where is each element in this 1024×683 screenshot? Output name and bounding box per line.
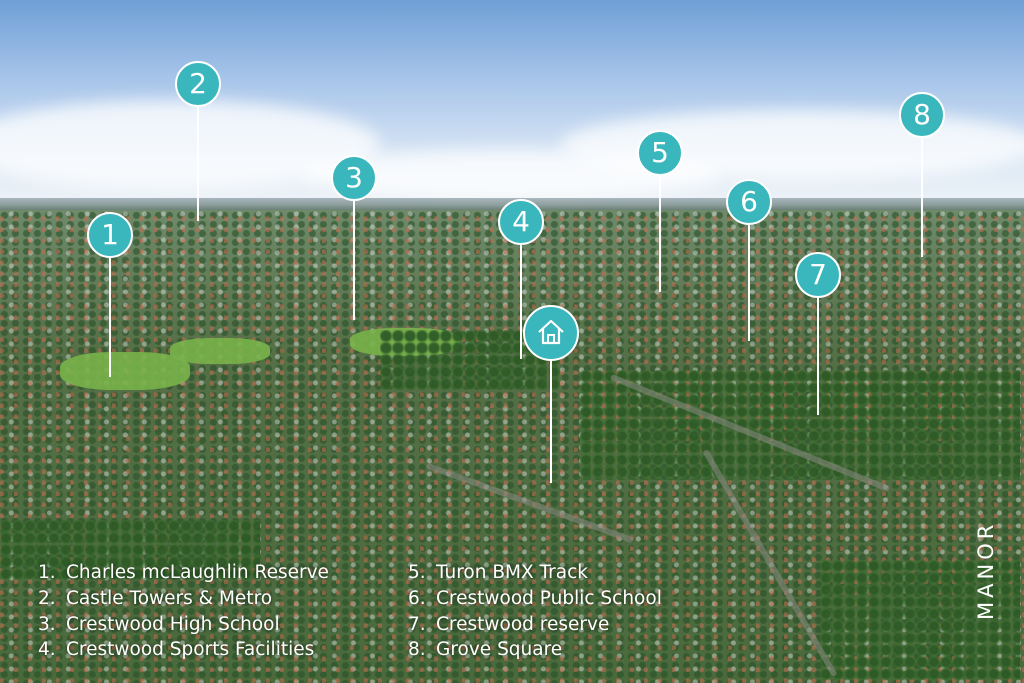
location-marker-2[interactable]: 2: [175, 61, 221, 221]
legend-label: Castle Towers & Metro: [66, 587, 273, 609]
legend-number: 2.: [38, 587, 56, 609]
legend-right: 5. Turon BMX Track 6. Crestwood Public Sch…: [408, 560, 662, 663]
location-marker-8[interactable]: 8: [899, 92, 945, 257]
legend-left: 1. Charles mcLaughlin Reserve 2. Castle To…: [38, 560, 329, 663]
location-marker-1[interactable]: 1: [87, 212, 133, 377]
legend-label: Crestwood High School: [66, 613, 280, 635]
sports-field: [170, 338, 270, 364]
legend-number: 4.: [38, 639, 56, 661]
marker-number: 3: [331, 155, 377, 201]
legend-item: 8. Grove Square: [408, 637, 662, 663]
marker-line: [109, 252, 111, 377]
marker-number: 1: [87, 212, 133, 258]
brand-logo: MANOR: [974, 520, 998, 620]
location-marker-6[interactable]: 6: [726, 179, 772, 341]
home-marker[interactable]: [523, 305, 579, 483]
location-marker-3[interactable]: 3: [331, 155, 377, 320]
legend-item: 2. Castle Towers & Metro: [38, 586, 329, 612]
legend-number: 1.: [38, 562, 56, 583]
marker-number: 8: [899, 92, 945, 138]
sports-field: [60, 352, 190, 390]
marker-number: 2: [175, 61, 221, 107]
bushland: [580, 370, 1020, 480]
legend-number: 3.: [38, 613, 56, 635]
legend-number: 5.: [408, 562, 426, 583]
legend-item: 6. Crestwood Public School: [408, 586, 662, 612]
marker-line: [748, 219, 750, 341]
marker-number: 5: [637, 130, 683, 176]
legend-item: 3. Crestwood High School: [38, 612, 329, 638]
legend-item: 1. Charles mcLaughlin Reserve: [38, 560, 329, 586]
legend-label: Crestwood Sports Facilities: [66, 639, 315, 661]
location-marker-4[interactable]: 4: [498, 199, 544, 359]
legend-item: 7. Crestwood reserve: [408, 612, 662, 638]
legend-label: Crestwood Public School: [436, 587, 662, 609]
location-marker-5[interactable]: 5: [637, 130, 683, 292]
marker-line: [921, 132, 923, 257]
legend-number: 8.: [408, 639, 426, 661]
marker-number: 7: [795, 252, 841, 298]
legend-label: Crestwood reserve: [436, 613, 610, 635]
marker-line: [659, 170, 661, 292]
legend-label: Turon BMX Track: [436, 562, 588, 583]
tree-cluster: [0, 520, 260, 580]
legend-item: 5. Turon BMX Track: [408, 560, 662, 586]
tree-cluster: [820, 560, 1020, 680]
marker-line: [353, 195, 355, 320]
marker-line: [197, 101, 199, 221]
marker-line: [520, 239, 522, 359]
marker-number: 4: [498, 199, 544, 245]
legend-item: 4. Crestwood Sports Facilities: [38, 637, 329, 663]
house-icon: [523, 305, 579, 361]
marker-line: [817, 292, 819, 415]
legend-number: 6.: [408, 587, 426, 609]
marker-number: 6: [726, 179, 772, 225]
location-marker-7[interactable]: 7: [795, 252, 841, 415]
legend-number: 7.: [408, 613, 426, 635]
legend-label: Charles mcLaughlin Reserve: [66, 562, 329, 583]
marker-line: [550, 355, 552, 483]
legend-label: Grove Square: [436, 639, 563, 661]
